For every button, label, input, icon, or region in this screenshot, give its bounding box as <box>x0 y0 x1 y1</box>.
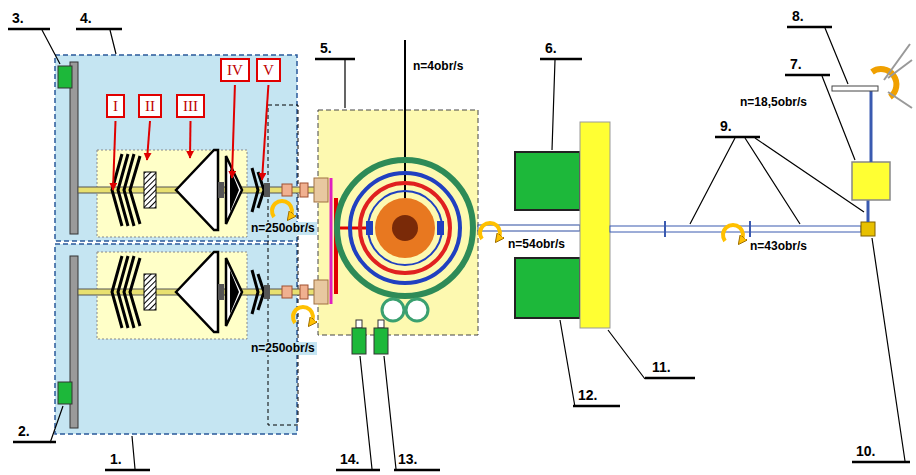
stage-marker-box: II <box>138 94 162 118</box>
rotor-blades <box>884 44 912 108</box>
stage-numeral: V <box>263 61 274 79</box>
transfer-gear <box>580 122 610 328</box>
leader-line <box>42 28 905 469</box>
clutch-assembly <box>78 150 328 230</box>
tail-boom <box>832 86 878 91</box>
callout-number: 13. <box>398 452 417 467</box>
callout-underline <box>8 27 910 470</box>
planetary-ring <box>368 191 442 265</box>
speed-label: n=250obr/s <box>249 222 317 235</box>
stage-numeral: I <box>113 97 118 115</box>
vertical-shaft <box>867 200 870 222</box>
drive-unit-region <box>55 244 297 434</box>
callout-number: 5. <box>320 41 332 56</box>
rotor-shaft <box>870 91 873 162</box>
planet-pin <box>437 221 444 235</box>
speed-label: n=54obr/s <box>506 238 567 251</box>
pump-motor <box>374 328 388 354</box>
callout-number: 4. <box>80 11 92 26</box>
stage-marker-box: V <box>256 58 281 82</box>
stage-numeral: III <box>183 97 198 115</box>
callout-number: 11. <box>652 360 671 375</box>
callout-number: 8. <box>792 9 804 24</box>
drive-unit-region <box>55 55 297 241</box>
callout-number: 9. <box>720 119 732 134</box>
stage-marker-box: IV <box>220 58 250 82</box>
planetary-ring <box>360 183 450 273</box>
stage-numeral: II <box>145 97 155 115</box>
gearbox-region <box>318 110 478 335</box>
callout-number: 1. <box>110 452 122 467</box>
pump-fitting <box>356 320 362 328</box>
speed-label: n=43obr/s <box>748 240 809 253</box>
pump-motor <box>352 328 366 354</box>
pointer-arrow <box>113 121 116 190</box>
shaft-joint <box>664 221 666 237</box>
planet-pin <box>366 221 373 235</box>
rotation-arrow <box>480 223 500 239</box>
pointer-arrow <box>189 121 192 158</box>
pointer-arrow <box>232 85 235 178</box>
pointer-arrow <box>262 85 268 180</box>
speed-label: n=250obr/s <box>249 342 317 355</box>
motor <box>58 66 72 88</box>
speed-label: n=4obr/s <box>411 60 465 73</box>
angle-gear <box>861 222 875 236</box>
callout-number: 14. <box>340 452 359 467</box>
sun-gear-core <box>392 215 418 241</box>
generator <box>515 258 580 318</box>
stage-numeral: IV <box>227 61 243 79</box>
speed-label: n=18,5obr/s <box>738 96 809 109</box>
pump-gear <box>406 299 428 321</box>
motor <box>58 382 72 404</box>
sun-gear <box>375 198 435 258</box>
rotation-arrow <box>272 201 292 217</box>
pump-gear <box>382 299 404 321</box>
gear-link <box>338 227 370 230</box>
planetary-ring <box>337 160 473 296</box>
stage-marker-box: I <box>106 94 125 118</box>
callout-number: 7. <box>790 57 802 72</box>
rotation-arrow <box>293 307 313 323</box>
pump-fitting <box>378 320 384 328</box>
clutch-assembly <box>78 252 328 332</box>
stage-marker-box: III <box>176 94 205 118</box>
pointer-arrow <box>147 121 150 160</box>
shaft <box>478 225 580 231</box>
summing-link <box>330 178 333 304</box>
planetary-ring <box>350 173 460 283</box>
callout-number: 12. <box>578 388 597 403</box>
callout-number: 10. <box>856 444 875 459</box>
housing-outline <box>268 105 298 425</box>
callout-number: 6. <box>545 41 557 56</box>
rotation-arrow <box>723 225 743 241</box>
pointer-arrows <box>113 85 268 190</box>
rotor-gearbox <box>852 162 890 200</box>
generator <box>515 152 580 210</box>
callout-number: 2. <box>18 424 30 439</box>
output-shaft <box>404 40 406 220</box>
shaft-joint <box>749 221 751 237</box>
callout-number: 3. <box>12 11 24 26</box>
